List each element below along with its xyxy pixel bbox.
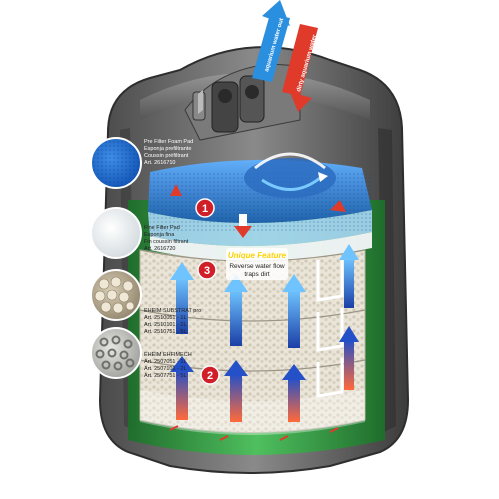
svg-text:Art. 2616710: Art. 2616710 [144,160,176,166]
flow-arrow-mid-low [224,360,248,422]
flow-arrows [169,184,359,441]
unique-feature-title: Unique Feature [228,251,287,260]
media-label-fine-pad: Fine Filter Pad Esponja fina Fin coussin… [144,225,189,252]
media-sample-prefilter [90,137,142,189]
step-badge-3: 3 [197,260,217,280]
svg-text:Art. 2507101 - 2L: Art. 2507101 - 2L [144,366,187,372]
svg-text:EHEIM SUBSTRAT pro: EHEIM SUBSTRAT pro [144,308,201,314]
svg-text:Art. 2507051 - 1L: Art. 2507051 - 1L [144,359,187,365]
unique-feature-line1: Reverse water flow [229,263,285,270]
media-label-ehfimech: EHEIM EHFIMECH Art. 2507051 - 1L Art. 25… [144,352,192,379]
media-sample-substrat [90,269,142,321]
svg-text:Fine Filter Pad: Fine Filter Pad [144,225,180,231]
impeller-chamber [244,152,336,198]
bottom-return-arrows [169,425,339,441]
flow-arrow-mid-high [224,274,248,346]
pump-head [184,63,301,141]
media-sample-ehfimech [90,327,142,379]
svg-text:Esponja prefiltrante: Esponja prefiltrante [144,146,191,152]
svg-text:Coussin préfiltrant: Coussin préfiltrant [144,153,189,159]
svg-text:Art. 2510101 - 2L: Art. 2510101 - 2L [144,322,187,328]
flow-arrow-right-high [282,274,306,348]
svg-text:3: 3 [204,265,210,277]
flow-arrow-left-high [170,262,194,334]
flow-arrow-right-low [282,364,306,422]
flow-arrow-far-right [339,244,359,390]
media-label-prefilter: Pre Filter Foam Pad Esponja prefiltrante… [144,139,193,166]
step-badge-1: 1 [195,198,215,218]
svg-text:Art. 2510051 - 1L: Art. 2510051 - 1L [144,315,187,321]
unique-feature-line2: traps dirt [244,271,269,278]
svg-text:2: 2 [207,370,213,382]
svg-text:Art. 2616720: Art. 2616720 [144,246,176,252]
flow-arrow-down [234,214,252,238]
media-stack [139,249,366,435]
unique-feature-callout: Unique Feature Reverse water flow traps … [226,248,288,280]
svg-text:1: 1 [202,203,208,215]
flow-arrow-top-left [170,184,182,196]
svg-text:Art. 2507751 - 5L: Art. 2507751 - 5L [144,373,187,379]
media-label-substrat: EHEIM SUBSTRAT pro Art. 2510051 - 1L Art… [144,308,201,335]
svg-text:Art. 2510751 - 5L: Art. 2510751 - 5L [144,329,187,335]
svg-text:Esponja fina: Esponja fina [144,232,175,238]
basket-handles [316,256,344,398]
flow-arrow-left-low [170,356,194,420]
flow-arrow-top-right [330,200,346,212]
media-sample-fine-pad [90,207,142,259]
svg-text:Pre Filter Foam Pad: Pre Filter Foam Pad [144,139,193,145]
svg-text:EHEIM EHFIMECH: EHEIM EHFIMECH [144,352,192,358]
step-badge-2: 2 [200,365,220,385]
svg-text:Fin coussin filtrant: Fin coussin filtrant [144,239,189,245]
